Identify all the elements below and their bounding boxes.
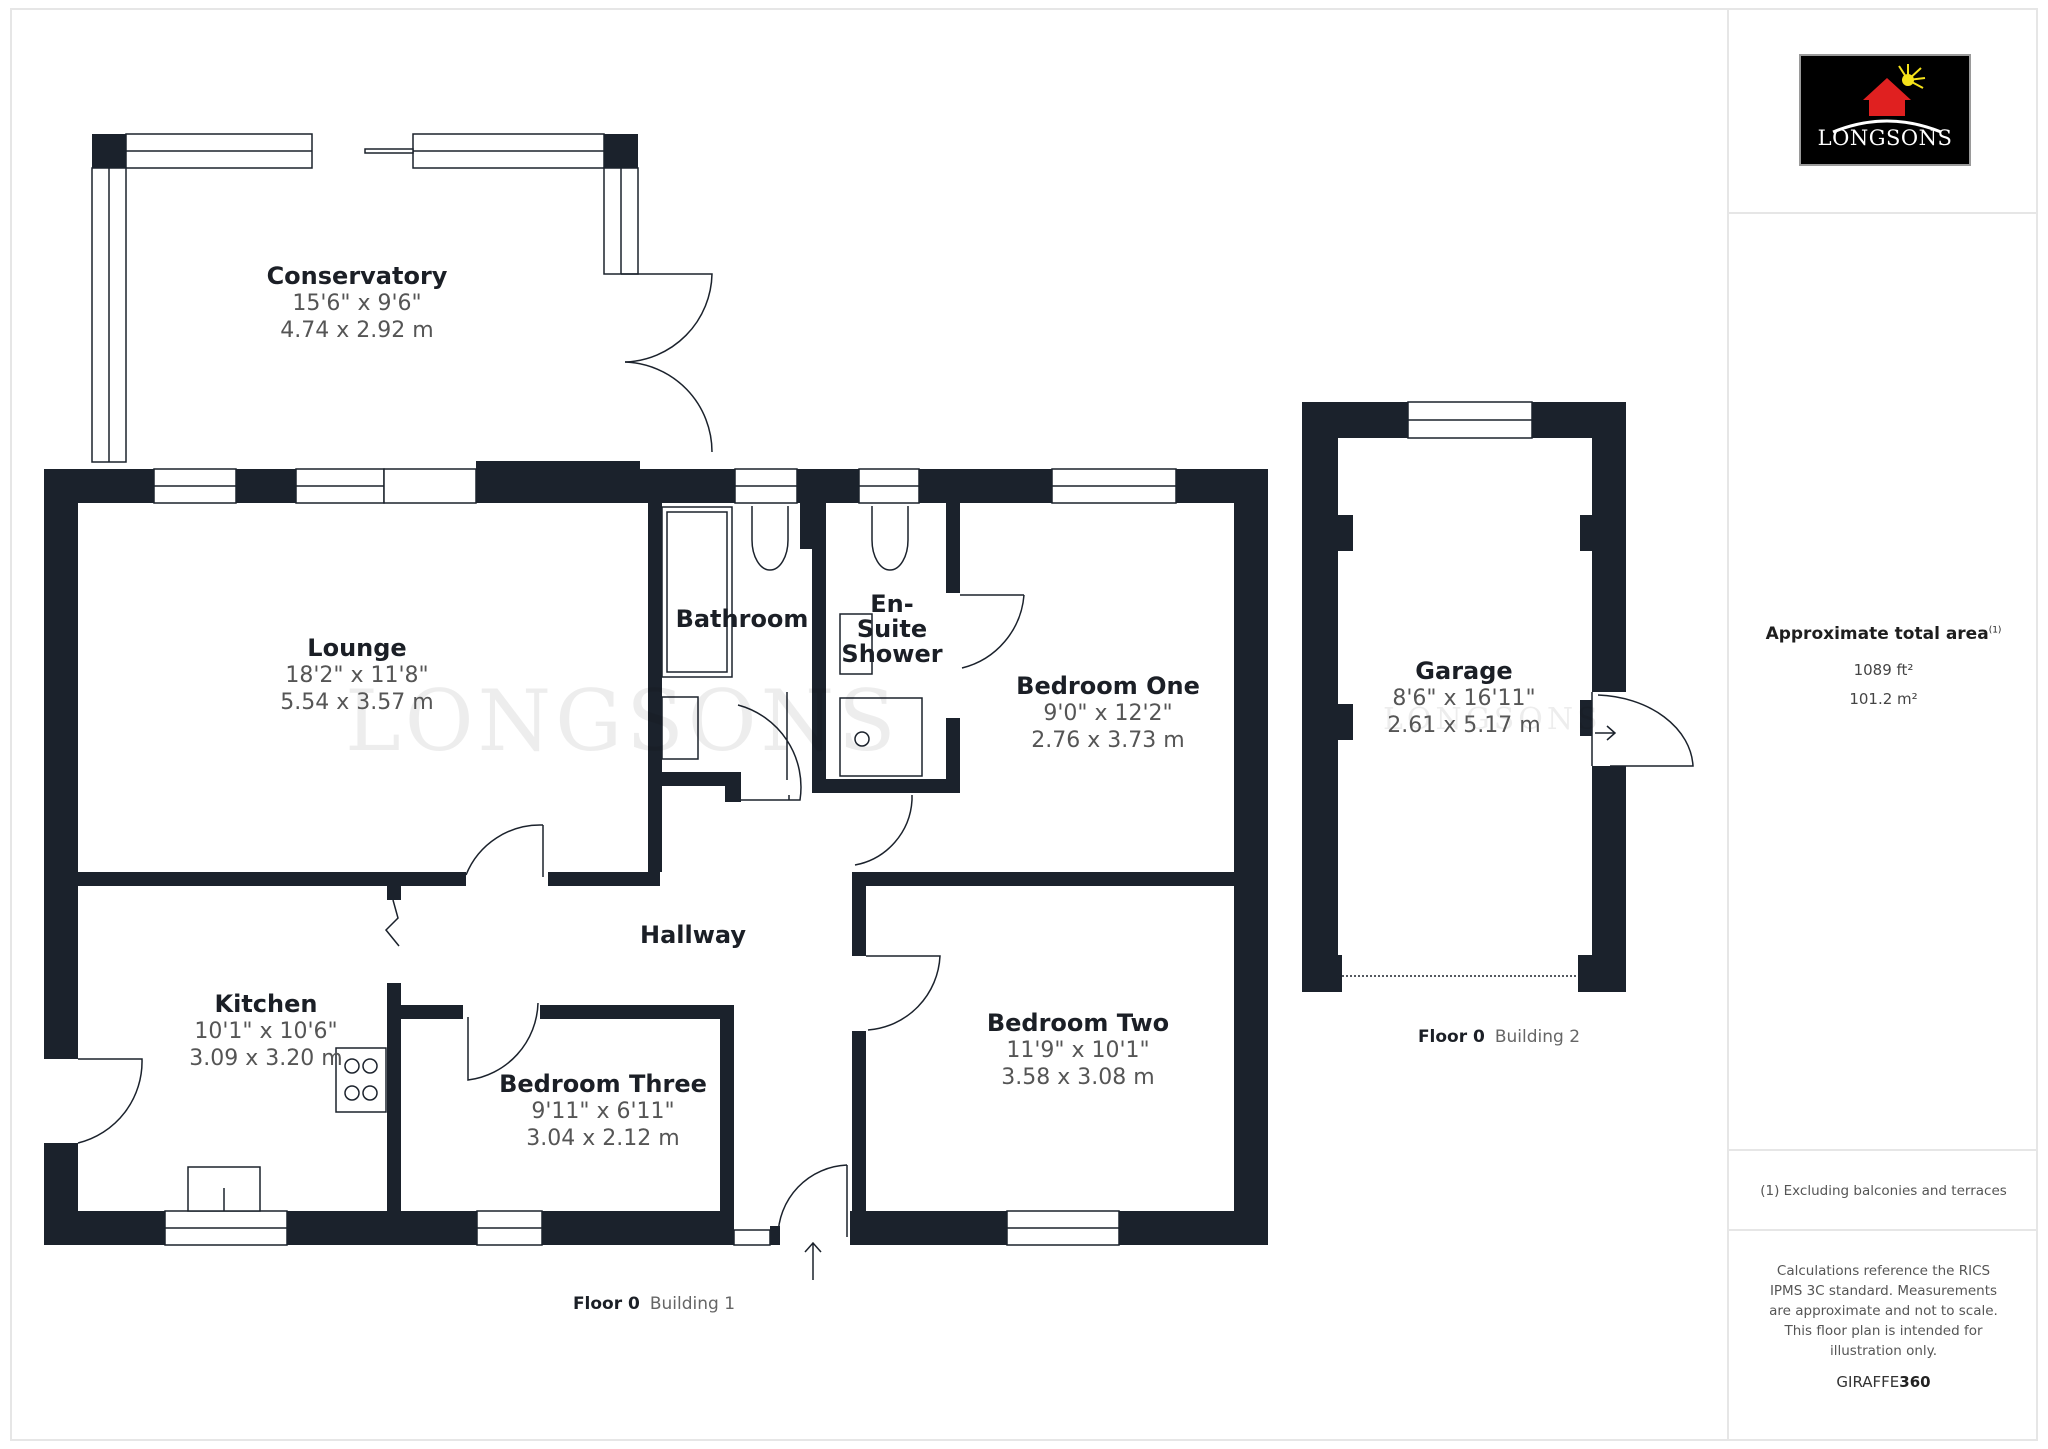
room-name: Hallway (639, 921, 747, 949)
room-name: Lounge (307, 634, 407, 662)
disclaimer: Calculations reference the RICS IPMS 3C … (1769, 1263, 1998, 1359)
room-lounge: Lounge 18'2" x 11'8" 5.54 x 3.57 m (280, 634, 433, 716)
area-title: Approximate total area(1) (1765, 624, 2002, 644)
floor-caption-building-2: Floor 0 Building 2 (1418, 1027, 1580, 1047)
garage-walls (1302, 401, 1694, 992)
room-name: Kitchen (214, 990, 318, 1018)
floor-caption-building-1: Floor 0 Building 1 (573, 1294, 735, 1314)
conservatory-walls (91, 133, 713, 463)
room-imperial: 15'6" x 9'6" (292, 291, 422, 316)
watermark-garage: LONGSONS (1383, 702, 1602, 737)
room-imperial: 18'2" x 11'8" (285, 663, 429, 688)
room-name: Bedroom One (1016, 672, 1200, 700)
watermark: LONGSONS (345, 672, 900, 770)
footnote-section: (1) Excluding balconies and terraces (1729, 1151, 2038, 1231)
logo-section: LONGSONS (1729, 8, 2038, 214)
page-frame (10, 8, 2038, 1441)
giraffe360-credit: GIRAFFE360 (1836, 1373, 1931, 1391)
room-bedroom-three: Bedroom Three 9'11" x 6'11" 3.04 x 2.12 … (499, 1070, 707, 1152)
room-en-suite-shower: En-Suite Shower (837, 592, 947, 667)
room-name: Conservatory (266, 262, 448, 290)
area-ft: 1089 ft² (1853, 661, 1914, 679)
room-metric: 2.61 x 5.17 m (1387, 713, 1541, 738)
building-1-fixtures (77, 506, 1025, 1280)
room-bedroom-one: Bedroom One 9'0" x 12'2" 2.76 x 3.73 m (1016, 672, 1200, 754)
room-metric: 2.76 x 3.73 m (1031, 728, 1185, 753)
floor-label: Floor 0 (1417, 1027, 1485, 1047)
footnote: (1) Excluding balconies and terraces (1760, 1183, 2007, 1199)
room-imperial: 8'6" x 16'11" (1392, 686, 1536, 711)
building-label: Building 1 (649, 1294, 736, 1314)
room-kitchen: Kitchen 10'1" x 10'6" 3.09 x 3.20 m (189, 990, 342, 1072)
room-bathroom: Bathroom (676, 605, 809, 633)
info-sidebar: LONGSONS Approximate total area(1) 1089 … (1727, 8, 2038, 1441)
room-imperial: 11'9" x 10'1" (1006, 1038, 1150, 1063)
room-name: Bedroom Three (499, 1070, 707, 1098)
room-name: En-Suite Shower (841, 590, 943, 668)
building-label: Building 2 (1494, 1027, 1581, 1047)
area-section: Approximate total area(1) 1089 ft² 101.2… (1729, 214, 2038, 1151)
room-metric: 4.74 x 2.92 m (280, 318, 434, 343)
building-1-walls (44, 461, 1268, 1246)
room-name: Bedroom Two (986, 1009, 1170, 1037)
area-m: 101.2 m² (1849, 690, 1918, 708)
room-garage: Garage 8'6" x 16'11" 2.61 x 5.17 m (1387, 657, 1540, 739)
room-imperial: 9'0" x 12'2" (1043, 701, 1173, 726)
longsons-logo: LONGSONS (1799, 54, 1971, 166)
house-sun-icon (1832, 64, 1942, 134)
room-metric: 3.58 x 3.08 m (1001, 1065, 1155, 1090)
room-name: Bathroom (675, 605, 809, 633)
floor-plan-drawing (44, 133, 1694, 1280)
room-name: Garage (1415, 657, 1513, 685)
room-conservatory: Conservatory 15'6" x 9'6" 4.74 x 2.92 m (267, 262, 448, 344)
room-metric: 3.09 x 3.20 m (189, 1046, 343, 1071)
room-hallway: Hallway (640, 921, 746, 949)
room-imperial: 10'1" x 10'6" (194, 1019, 338, 1044)
room-bedroom-two: Bedroom Two 11'9" x 10'1" 3.58 x 3.08 m (987, 1009, 1169, 1091)
logo-text: LONGSONS (1817, 126, 1953, 150)
room-metric: 5.54 x 3.57 m (280, 690, 434, 715)
floor-label: Floor 0 (572, 1294, 640, 1314)
room-metric: 3.04 x 2.12 m (526, 1126, 680, 1151)
room-imperial: 9'11" x 6'11" (531, 1099, 675, 1124)
